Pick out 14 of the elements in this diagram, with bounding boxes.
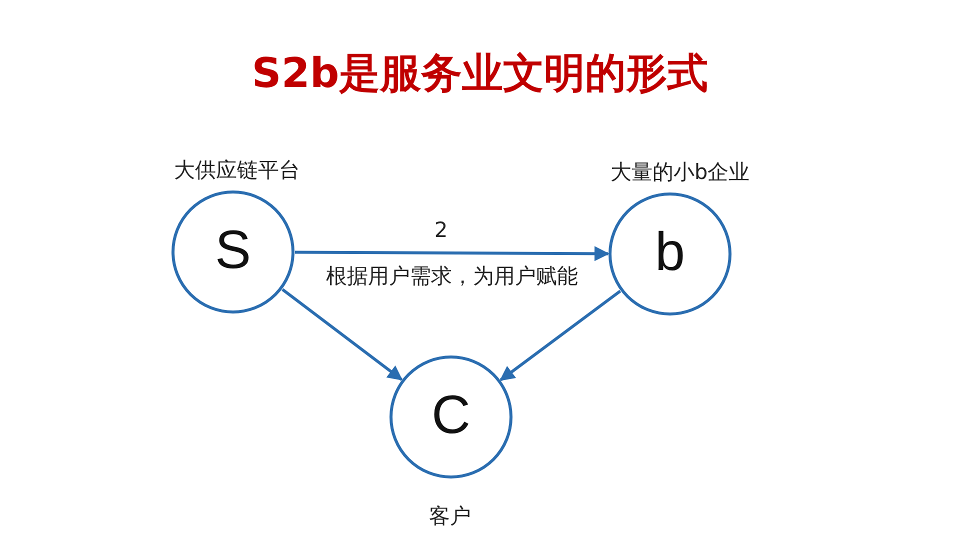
node-caption: 大量的小b企业 bbox=[610, 159, 750, 186]
arrow bbox=[282, 288, 403, 381]
arrow bbox=[295, 246, 610, 262]
node-letter: C bbox=[430, 384, 472, 446]
circle-node bbox=[389, 355, 513, 479]
arrow bbox=[500, 290, 622, 382]
node-caption: 客户 bbox=[429, 503, 471, 530]
circle-node bbox=[608, 192, 732, 316]
node-letter: b bbox=[654, 221, 686, 283]
node-caption: 大供应链平台 bbox=[174, 157, 300, 184]
title: S2b是服务业文明的形式 bbox=[250, 48, 710, 99]
node-letter: S bbox=[214, 219, 252, 281]
circle-node bbox=[171, 190, 295, 314]
arrow-description: 根据用户需求，为用户赋能 bbox=[326, 263, 578, 290]
